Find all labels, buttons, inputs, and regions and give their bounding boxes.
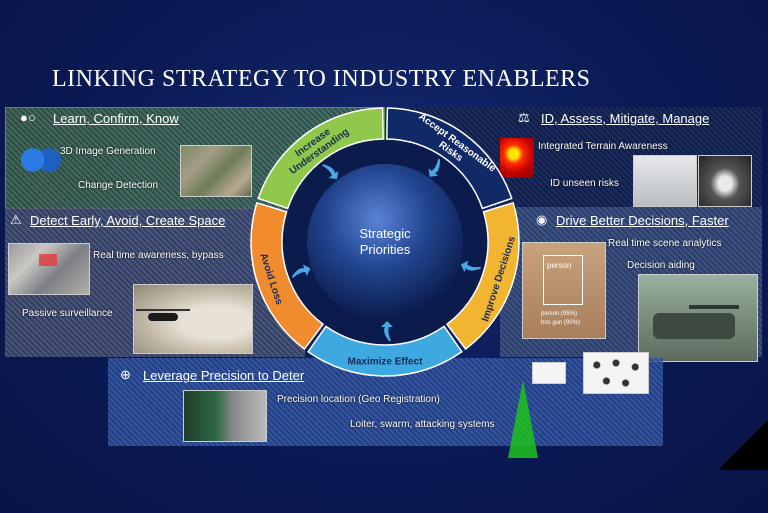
- id-item-terrain: Integrated Terrain Awareness: [538, 141, 668, 152]
- wheel-label-3: Maximize Effect: [347, 357, 423, 368]
- page-title: LINKING STRATEGY TO INDUSTRY ENABLERS: [52, 66, 591, 92]
- tank-image: [638, 274, 758, 362]
- scales-icon: ⚖: [518, 110, 530, 125]
- wheel-center-text-0: Strategic: [359, 226, 411, 241]
- learn-item-3d: 3D Image Generation: [60, 146, 156, 157]
- learn-item-change: Change Detection: [78, 180, 159, 191]
- wheel-arrow-icon-3: [381, 321, 393, 341]
- 3d-image-thumbnail: [20, 145, 62, 175]
- strategic-sphere: [307, 164, 463, 320]
- geo-registration-image: [183, 390, 267, 442]
- corner-decoration: [718, 420, 768, 470]
- wheel-segment-3: [307, 325, 463, 377]
- drive-item-analytics: Real time scene analytics: [608, 238, 722, 249]
- panel-leverage-heading: Leverage Precision to Deter: [143, 368, 305, 383]
- brain-icon: ◉: [536, 212, 548, 227]
- drone-swarm-image: [583, 352, 649, 394]
- wheel-segment-2: [445, 201, 520, 351]
- leverage-item-precision: Precision location (Geo Registration): [277, 394, 440, 405]
- wheel-center-text-1: Priorities: [360, 242, 411, 257]
- thermal-figure-image: [698, 155, 752, 207]
- fog-house-image: [633, 155, 697, 207]
- detect-item-passive: Passive surveillance: [22, 308, 113, 319]
- wheel-segment-4: [250, 201, 325, 351]
- detect-item-awareness: Real time awareness, bypass: [93, 250, 224, 261]
- detection-label-person: person: [547, 261, 572, 270]
- crosshair-icon: ⊕: [120, 367, 131, 382]
- laser-beam-graphic: [508, 380, 538, 458]
- leverage-item-loiter: Loiter, swarm, attacking systems: [350, 419, 495, 430]
- panel-drive-heading: Drive Better Decisions, Faster: [556, 213, 729, 228]
- wheel-arrow-icon-1: [428, 158, 440, 177]
- helicopter-dust-image: [133, 284, 253, 354]
- panel-id-heading: ID, Assess, Mitigate, Manage: [541, 111, 710, 126]
- warning-icon: ⚠: [10, 212, 22, 227]
- aerial-bypass-image: [8, 243, 90, 295]
- person-detection-image: person person (95%) hos gun (90%): [522, 242, 606, 339]
- wheel-arrow-icon-4: [292, 264, 311, 279]
- wheel-label-text-3-0: Maximize Effect: [347, 357, 423, 368]
- drive-item-aiding: Decision aiding: [627, 260, 695, 271]
- wheel-segment-0: [257, 107, 384, 210]
- wheel-arrow-icon-2: [460, 260, 482, 273]
- people-icon: ●○: [20, 110, 36, 125]
- terrain-heatmap-image: [500, 138, 534, 178]
- change-detection-image: [180, 145, 252, 197]
- drone-image: [532, 362, 566, 384]
- detection-label-gun-conf: hos gun (90%): [541, 320, 581, 326]
- panel-learn-heading: Learn, Confirm, Know: [53, 111, 179, 126]
- id-item-unseen: ID unseen risks: [550, 178, 619, 189]
- wheel-arrow-icon-0: [321, 164, 339, 180]
- panel-detect-heading: Detect Early, Avoid, Create Space: [30, 213, 226, 228]
- wheel-segment-1: [386, 107, 513, 210]
- detection-label-person-conf: person (95%): [541, 311, 578, 317]
